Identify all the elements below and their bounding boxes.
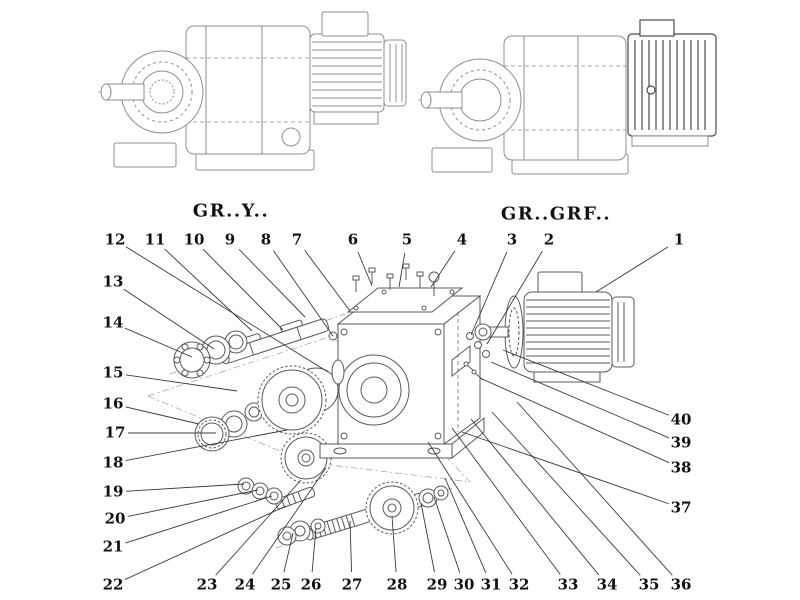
- callout-40: 40: [670, 410, 692, 429]
- leader-line-39: [490, 361, 670, 439]
- leader-line-4: [430, 250, 456, 288]
- callout-21: 21: [102, 537, 124, 556]
- leader-line-15: [125, 374, 238, 392]
- callout-10: 10: [183, 230, 205, 249]
- leader-line-9: [238, 248, 306, 318]
- leader-line-19: [125, 483, 245, 492]
- leader-line-24: [252, 467, 327, 575]
- leader-line-2: [486, 250, 543, 345]
- output-shaft-assembly: [277, 481, 449, 546]
- leader-line-3: [470, 251, 508, 336]
- callout-27: 27: [341, 575, 363, 594]
- leader-line-22: [124, 505, 287, 581]
- callout-4: 4: [456, 230, 468, 249]
- callout-11: 11: [144, 230, 166, 249]
- leader-line-13: [123, 288, 215, 350]
- leader-line-14: [124, 327, 193, 358]
- leader-line-18: [125, 429, 288, 462]
- washers-and-pinion: [237, 477, 316, 510]
- intermediate-bearings: [194, 402, 264, 452]
- callout-23: 23: [196, 575, 218, 594]
- leader-line-35: [491, 411, 641, 576]
- callout-38: 38: [670, 458, 692, 477]
- callout-34: 34: [596, 575, 618, 594]
- callout-13: 13: [102, 272, 124, 291]
- leader-line-26: [311, 527, 317, 573]
- callout-18: 18: [102, 453, 124, 472]
- callout-15: 15: [102, 363, 124, 382]
- leader-line-25: [283, 532, 294, 573]
- leader-line-6: [357, 251, 373, 287]
- callout-36: 36: [670, 575, 692, 594]
- main-gear: [257, 365, 339, 435]
- callout-8: 8: [260, 230, 272, 249]
- leader-line-38: [479, 377, 670, 464]
- callout-28: 28: [386, 575, 408, 594]
- callout-24: 24: [234, 575, 256, 594]
- leader-line-32: [427, 441, 513, 575]
- leader-line-11: [164, 248, 253, 332]
- leader-line-28: [391, 515, 397, 573]
- callout-20: 20: [104, 509, 126, 528]
- callout-3: 3: [506, 230, 518, 249]
- input-shaft: [220, 318, 330, 365]
- leader-line-40: [502, 349, 670, 416]
- callout-35: 35: [638, 575, 660, 594]
- callout-33: 33: [557, 575, 579, 594]
- leader-line-36: [516, 401, 673, 576]
- leader-line-29: [420, 502, 435, 573]
- top-cover-and-bolts: [346, 263, 464, 313]
- leader-line-23: [215, 479, 302, 576]
- model-label-left: GR..Y..: [192, 200, 270, 222]
- gearmotor-drawing-right: [418, 19, 717, 175]
- leader-line-7: [304, 250, 351, 312]
- callout-17: 17: [104, 423, 126, 442]
- callout-9: 9: [224, 230, 236, 249]
- leader-line-21: [125, 495, 273, 544]
- callout-32: 32: [508, 575, 530, 594]
- callout-5: 5: [401, 230, 413, 249]
- callout-19: 19: [102, 482, 124, 501]
- gearbox-housing: [319, 294, 485, 460]
- leader-line-30: [433, 496, 461, 573]
- leader-line-1: [595, 246, 669, 293]
- callout-37: 37: [670, 498, 692, 517]
- callout-39: 39: [670, 433, 692, 452]
- leader-lines: [123, 246, 673, 581]
- leader-line-33: [451, 427, 561, 575]
- leader-line-10: [202, 248, 284, 331]
- callout-2: 2: [543, 230, 555, 249]
- leader-line-8: [273, 250, 334, 337]
- callout-22: 22: [102, 575, 124, 594]
- callout-16: 16: [102, 394, 124, 413]
- callout-12: 12: [104, 230, 126, 249]
- leader-line-20: [127, 489, 259, 517]
- callout-29: 29: [426, 575, 448, 594]
- leader-line-12: [125, 246, 329, 373]
- electric-motor: [474, 271, 635, 383]
- leader-line-31: [444, 477, 487, 574]
- leader-line-34: [470, 418, 600, 576]
- callout-31: 31: [480, 575, 502, 594]
- leader-line-5: [398, 252, 406, 288]
- callout-30: 30: [453, 575, 475, 594]
- gearmotor-drawing-left: [98, 11, 407, 171]
- leader-line-27: [349, 520, 353, 573]
- callout-1: 1: [673, 230, 685, 249]
- exploded-view-drawing: [147, 263, 635, 549]
- input-bearing-and-seals: [173, 330, 248, 379]
- callout-26: 26: [300, 575, 322, 594]
- callout-25: 25: [270, 575, 292, 594]
- callout-7: 7: [291, 230, 303, 249]
- model-label-right: GR..GRF..: [500, 203, 612, 225]
- callout-6: 6: [347, 230, 359, 249]
- motor-fasteners: [463, 332, 490, 381]
- leader-line-37: [461, 431, 669, 505]
- leader-line-16: [125, 406, 200, 425]
- callout-14: 14: [102, 313, 124, 332]
